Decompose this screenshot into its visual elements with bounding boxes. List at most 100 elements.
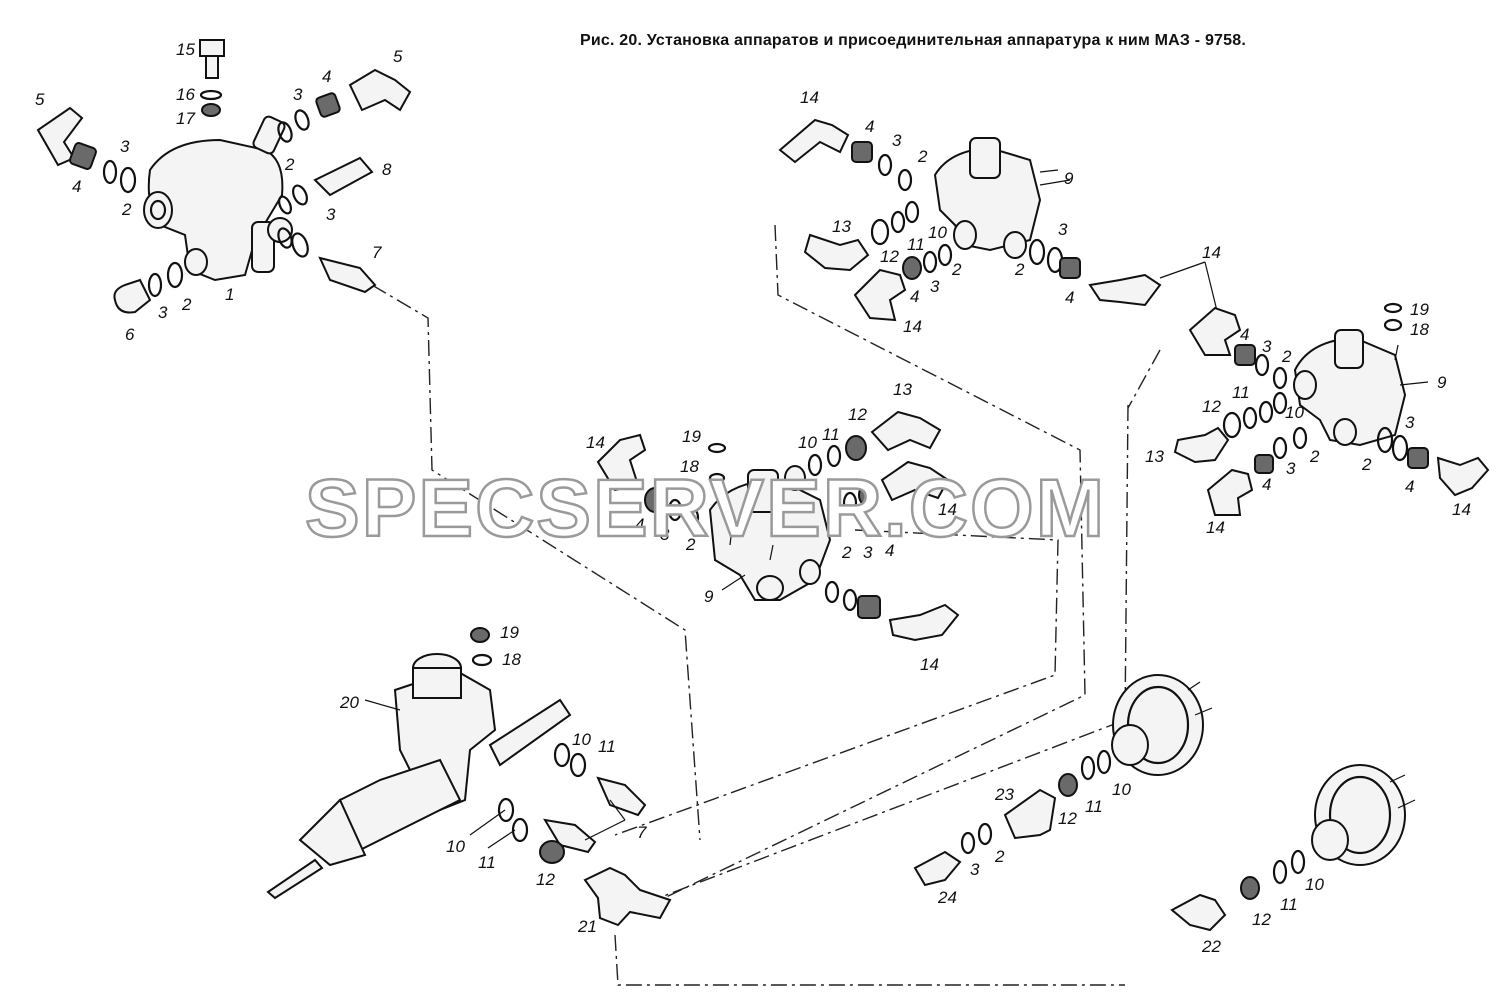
label-3-right: 3 bbox=[293, 85, 303, 104]
elbow-13-center bbox=[870, 410, 942, 452]
label-5-right: 5 bbox=[393, 47, 403, 66]
valve-1-assembly bbox=[36, 39, 412, 314]
label-7-crane: 7 bbox=[637, 823, 647, 842]
elbow-14-topright bbox=[1088, 273, 1162, 307]
label-4-right-end: 4 bbox=[1405, 477, 1414, 496]
label-20: 20 bbox=[339, 693, 359, 712]
leader-lines bbox=[364, 179, 1429, 849]
label-14-right-end: 14 bbox=[1452, 500, 1471, 519]
label-15: 15 bbox=[176, 40, 195, 59]
label-14-top: 14 bbox=[800, 88, 819, 107]
plug-6 bbox=[113, 278, 152, 314]
label-9-center: 9 bbox=[704, 587, 714, 606]
ring-3-low bbox=[147, 272, 163, 298]
washer-18-crane bbox=[471, 653, 493, 667]
line-right9-down bbox=[639, 404, 1129, 906]
label-14-center-bottom: 14 bbox=[920, 655, 939, 674]
label-3-top: 3 bbox=[892, 131, 902, 150]
label-12-top: 12 bbox=[880, 247, 899, 266]
label-11-chamber: 11 bbox=[1085, 797, 1103, 816]
fitting-7-crane-lower bbox=[543, 818, 597, 854]
label-12-chamber: 12 bbox=[1058, 809, 1077, 828]
label-2-right-upper: 2 bbox=[1281, 347, 1292, 366]
label-7-upper: 7 bbox=[372, 243, 382, 262]
washer-18-center bbox=[708, 472, 726, 484]
fitting-8 bbox=[313, 156, 374, 197]
nut-12-center bbox=[845, 435, 867, 461]
ring-3-top bbox=[877, 153, 893, 177]
label-10-crane-low: 10 bbox=[446, 837, 465, 856]
watermark: SPECSERVER.COM bbox=[304, 462, 1107, 556]
line-tee-bottom bbox=[614, 934, 1125, 986]
valve-1-port-left bbox=[143, 191, 173, 229]
label-3-center-low: 3 bbox=[863, 543, 873, 562]
brake-chambers bbox=[913, 674, 1416, 932]
label-4-right: 4 bbox=[322, 67, 331, 86]
label-2-center-low: 2 bbox=[841, 543, 852, 562]
elbow-14-right-upper bbox=[1188, 306, 1242, 356]
label-2-right-mid: 2 bbox=[1309, 447, 1320, 466]
line-right-side bbox=[1127, 349, 1161, 409]
label-10-center: 10 bbox=[798, 433, 817, 452]
label-11-crane: 11 bbox=[598, 737, 616, 756]
washer-19-right bbox=[1383, 302, 1403, 314]
elbow-13-right bbox=[1173, 426, 1230, 464]
label-4-top: 4 bbox=[865, 117, 874, 136]
label-23: 23 bbox=[994, 785, 1014, 804]
label-13-center: 13 bbox=[893, 380, 912, 399]
label-11-center: 11 bbox=[822, 425, 840, 444]
tee-21 bbox=[583, 866, 672, 927]
ring-2-low bbox=[166, 261, 184, 289]
label-3-low: 3 bbox=[158, 303, 168, 322]
bolt-15-head bbox=[199, 39, 225, 57]
line-valve1-to-valve9 bbox=[371, 284, 701, 841]
fitting-7-upper bbox=[318, 256, 377, 294]
label-14-center-right: 14 bbox=[938, 500, 957, 519]
elbow-14-top bbox=[778, 118, 850, 164]
washer-16 bbox=[199, 89, 223, 101]
label-14-center-left: 14 bbox=[586, 433, 605, 452]
nut-12-crane bbox=[539, 840, 565, 864]
label-4-topright: 4 bbox=[1065, 288, 1074, 307]
fitting-24 bbox=[913, 850, 962, 887]
fitting-23 bbox=[1003, 788, 1057, 840]
crane-20-sleeve bbox=[338, 758, 462, 852]
label-6: 6 bbox=[125, 325, 135, 344]
label-4-right-upper: 4 bbox=[1240, 325, 1249, 344]
valve-9-top-assembly bbox=[778, 118, 1219, 322]
label-4-center: 4 bbox=[635, 515, 644, 534]
label-19-right: 19 bbox=[1410, 300, 1429, 319]
part-labels: 15 16 17 5 3 4 2 5 4 3 2 8 3 7 1 2 3 6 1… bbox=[35, 40, 1471, 956]
label-24: 24 bbox=[937, 888, 957, 907]
washer-17 bbox=[201, 103, 221, 117]
label-8: 8 bbox=[382, 160, 392, 179]
label-3-center: 3 bbox=[660, 525, 670, 544]
label-3-right: 3 bbox=[1405, 413, 1415, 432]
nut-4-right-upper bbox=[1234, 344, 1256, 366]
label-12-right: 12 bbox=[1202, 397, 1221, 416]
washer-19-center bbox=[707, 442, 727, 454]
label-2-top: 2 bbox=[917, 147, 928, 166]
label-21: 21 bbox=[577, 917, 597, 936]
label-13-top: 13 bbox=[832, 217, 851, 236]
figure-title: Рис. 20. Установка аппаратов и присоедин… bbox=[580, 32, 1246, 49]
ring-10-crane bbox=[553, 742, 571, 768]
label-18-crane: 18 bbox=[502, 650, 521, 669]
elbow-14-center-left bbox=[596, 433, 647, 492]
ring-2-mid bbox=[292, 184, 308, 206]
elbow-13-top bbox=[803, 233, 870, 272]
elbow-5-left bbox=[36, 106, 84, 167]
label-17: 17 bbox=[176, 109, 195, 128]
label-2-low: 2 bbox=[181, 295, 192, 314]
label-16: 16 bbox=[176, 85, 195, 104]
label-3-topleft: 3 bbox=[930, 277, 940, 296]
valve-9-top-cap bbox=[969, 137, 1001, 179]
label-3-topright: 3 bbox=[1058, 220, 1068, 239]
label-4-right-mid: 4 bbox=[1262, 475, 1271, 494]
label-14-topright: 14 bbox=[1202, 243, 1221, 262]
label-11-chamber-low: 11 bbox=[1280, 895, 1298, 914]
ring-11-top bbox=[890, 210, 906, 234]
label-4-center-low: 4 bbox=[885, 541, 894, 560]
elbow-14-topleft bbox=[853, 268, 907, 322]
